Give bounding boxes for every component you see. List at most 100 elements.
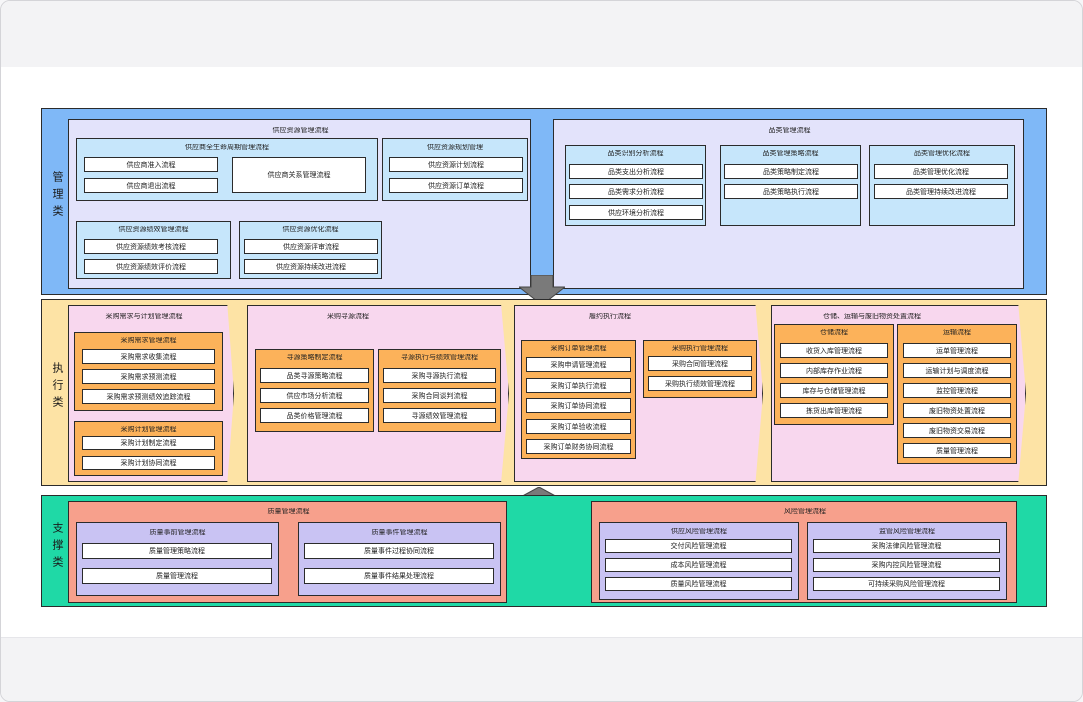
quality-pre-box: 质量事前管理流程 质量管理策略流程 质量管理流程 <box>76 522 279 596</box>
category-panel: 品类管理流程 品类识别分析流程 品类支出分析流程 品类需求分析流程 供应环境分析… <box>553 119 1024 289</box>
receiving-item: 收货入库管理流程 <box>780 343 888 358</box>
delivery-risk-item: 交付风险管理流程 <box>605 539 792 553</box>
legal-risk-item: 采购法律风险管理流程 <box>813 539 1000 553</box>
category-improve-item: 品类管理持续改进流程 <box>874 184 1008 199</box>
sourcing-run-item: 采购寻源执行流程 <box>383 368 496 383</box>
sourcing-exec-title: 寻源执行与绩效管理流程 <box>401 354 478 361</box>
supply-market-item: 供应市场分析流程 <box>260 388 369 403</box>
transport-title: 运输流程 <box>943 329 971 336</box>
po-coord-item: 采购订单协同流程 <box>526 398 631 413</box>
mgmt-band: 管理类 供应资源管理流程 供应商全生命周期管理流程 供应商准入流程 供应商退出流… <box>41 108 1047 295</box>
risk-title: 风险管理流程 <box>784 508 826 515</box>
logistics-title: 仓储、运输与废旧物资处置流程 <box>823 313 921 320</box>
scrap-disposal-item: 废旧物资处置流程 <box>903 403 1011 418</box>
picking-item: 拣货出库管理流程 <box>780 403 888 418</box>
supplier-relationship-item: 供应商关系管理流程 <box>232 157 366 193</box>
quality-strategy-item: 质量管理策略流程 <box>82 543 272 559</box>
quality-event-title: 质量事件管理流程 <box>371 529 428 536</box>
category-strategy-exec-item: 品类策略执行流程 <box>724 184 858 199</box>
exec-perf-item: 采购执行绩效管理流程 <box>648 376 752 391</box>
fulfillment-title: 履约执行流程 <box>589 313 631 320</box>
supply-env-item: 供应环境分析流程 <box>569 205 703 220</box>
category-opt-item: 品类管理优化流程 <box>874 164 1008 179</box>
transport-box: 运输流程 运单管理流程 运输计划与调度流程 监控管理流程 废旧物资处置流程 废旧… <box>897 324 1017 464</box>
plan-mgmt-title: 采购计划管理流程 <box>120 426 177 433</box>
contract-mgmt-item: 采购合同管理流程 <box>648 356 752 371</box>
quality-pre-title: 质量事前管理流程 <box>149 529 206 536</box>
bottom-bar <box>1 637 1082 701</box>
exec-mgmt-title: 采购执行管理流程 <box>672 345 728 352</box>
resource-order-item: 供应资源订单流程 <box>389 178 523 193</box>
resource-perf-check-item: 供应资源绩效考核流程 <box>84 239 218 254</box>
mgmt-band-label: 管理类 <box>51 171 64 222</box>
plan-make-item: 采购计划制定流程 <box>82 436 215 450</box>
quality-event-box: 质量事件管理流程 质量事件过程协同流程 质量事件结果处理流程 <box>298 522 501 596</box>
support-band: 支撑类 质量管理流程 质量事前管理流程 质量管理策略流程 质量管理流程 质量事件… <box>41 495 1047 607</box>
quality-risk-item: 质量风险管理流程 <box>605 577 792 591</box>
category-strategy-title: 品类管理策略流程 <box>762 150 819 157</box>
down-arrow-icon <box>519 275 565 305</box>
resource-plan-title: 供应资源规划管理 <box>427 144 483 151</box>
quality-event-coord-item: 质量事件过程协同流程 <box>304 543 494 559</box>
internal-stock-item: 内部库存作业流程 <box>780 363 888 378</box>
po-accept-item: 采购订单验收流程 <box>526 419 631 434</box>
supplier-exit-item: 供应商退出流程 <box>84 178 218 193</box>
top-bar <box>1 1 1082 68</box>
cost-risk-item: 成本风险管理流程 <box>605 558 792 572</box>
po-finance-item: 采购订单财务协同流程 <box>526 439 631 454</box>
plan-mgmt-box: 采购计划管理流程 采购计划制定流程 采购计划协同流程 <box>74 421 223 476</box>
category-price-item: 品类价格管理流程 <box>260 408 369 423</box>
resource-opt-box: 供应资源优化流程 供应资源评审流程 供应资源持续改进流程 <box>239 221 382 279</box>
supplier-onboarding-item: 供应商准入流程 <box>84 157 218 172</box>
transport-plan-item: 运输计划与调度流程 <box>903 363 1011 378</box>
warehouse-title: 仓储流程 <box>820 329 848 336</box>
demand-mgmt-title: 采购需求管理流程 <box>120 337 177 344</box>
internal-control-risk-item: 采购内控风险管理流程 <box>813 558 1000 572</box>
resource-review-item: 供应资源评审流程 <box>244 239 378 254</box>
sourcing-title: 采购寻源流程 <box>327 313 369 320</box>
purchase-request-item: 采购申请管理流程 <box>526 357 631 372</box>
regulatory-risk-title: 监管风险管理流程 <box>879 528 935 535</box>
po-mgmt-box: 采购订单管理流程 采购申请管理流程 采购订单执行流程 采购订单协同流程 采购订单… <box>521 340 636 459</box>
plan-coord-item: 采购计划协同流程 <box>82 456 215 470</box>
category-opt-title: 品类管理优化流程 <box>914 150 970 157</box>
sustainability-risk-item: 可持续采购风险管理流程 <box>813 577 1000 591</box>
supply-resource-panel: 供应资源管理流程 供应商全生命周期管理流程 供应商准入流程 供应商退出流程 供应… <box>68 119 531 289</box>
demand-track-item: 采购需求预测绩效追踪流程 <box>82 389 215 404</box>
risk-panel: 风险管理流程 供应风险管理流程 交付风险管理流程 成本风险管理流程 质量风险管理… <box>591 501 1017 603</box>
sourcing-strategy-title: 寻源策略制定流程 <box>286 354 343 361</box>
category-title: 品类管理流程 <box>768 127 811 134</box>
supplier-lifecycle-box: 供应商全生命周期管理流程 供应商准入流程 供应商退出流程 供应商关系管理流程 <box>76 138 378 201</box>
category-strategy-box: 品类管理策略流程 品类策略制定流程 品类策略执行流程 <box>720 145 861 226</box>
regulatory-risk-box: 监管风险管理流程 采购法律风险管理流程 采购内控风险管理流程 可持续采购风险管理… <box>807 522 1007 600</box>
supply-resource-title: 供应资源管理流程 <box>272 127 329 134</box>
demand-title: 采购需求与计划管理流程 <box>105 313 183 320</box>
resource-plan-box: 供应资源规划管理 供应资源计划流程 供应资源订单流程 <box>382 138 528 201</box>
inventory-item: 库存与仓储管理流程 <box>780 383 888 398</box>
supply-risk-title: 供应风险管理流程 <box>671 528 727 535</box>
resource-perf-eval-item: 供应资源绩效评价流程 <box>84 259 218 274</box>
category-sourcing-item: 品类寻源策略流程 <box>260 368 369 383</box>
category-opt-box: 品类管理优化流程 品类管理优化流程 品类管理持续改进流程 <box>869 145 1015 226</box>
quality-mgmt-item: 质量管理流程 <box>82 568 272 584</box>
sourcing-strategy-box: 寻源策略制定流程 品类寻源策略流程 供应市场分析流程 品类价格管理流程 <box>255 349 374 432</box>
supplier-lifecycle-title: 供应商全生命周期管理流程 <box>185 144 269 151</box>
resource-perf-box: 供应资源绩效管理流程 供应资源绩效考核流程 供应资源绩效评价流程 <box>76 221 231 279</box>
diagram-canvas: 管理类 供应资源管理流程 供应商全生命周期管理流程 供应商准入流程 供应商退出流… <box>1 67 1082 637</box>
category-strategy-make-item: 品类策略制定流程 <box>724 164 858 179</box>
sourcing-perf-item: 寻源绩效管理流程 <box>383 408 496 423</box>
monitor-item: 监控管理流程 <box>903 383 1011 398</box>
resource-perf-title: 供应资源绩效管理流程 <box>118 226 189 233</box>
resource-opt-title: 供应资源优化流程 <box>282 226 339 233</box>
exec-band-label: 执行类 <box>51 362 64 413</box>
waybill-item: 运单管理流程 <box>903 343 1011 358</box>
quality-panel: 质量管理流程 质量事前管理流程 质量管理策略流程 质量管理流程 质量事件管理流程… <box>68 501 507 603</box>
category-demand-item: 品类需求分析流程 <box>569 184 703 199</box>
quality-item: 质量管理流程 <box>903 443 1011 458</box>
category-identify-box: 品类识别分析流程 品类支出分析流程 品类需求分析流程 供应环境分析流程 <box>565 145 706 226</box>
support-band-label: 支撑类 <box>51 522 64 573</box>
exec-mgmt-box: 采购执行管理流程 采购合同管理流程 采购执行绩效管理流程 <box>643 340 757 398</box>
exec-band: 执行类 采购需求与计划管理流程 采购需求管理流程 采购需求收集流程 采购需求预测… <box>41 299 1047 486</box>
po-mgmt-title: 采购订单管理流程 <box>550 345 607 352</box>
